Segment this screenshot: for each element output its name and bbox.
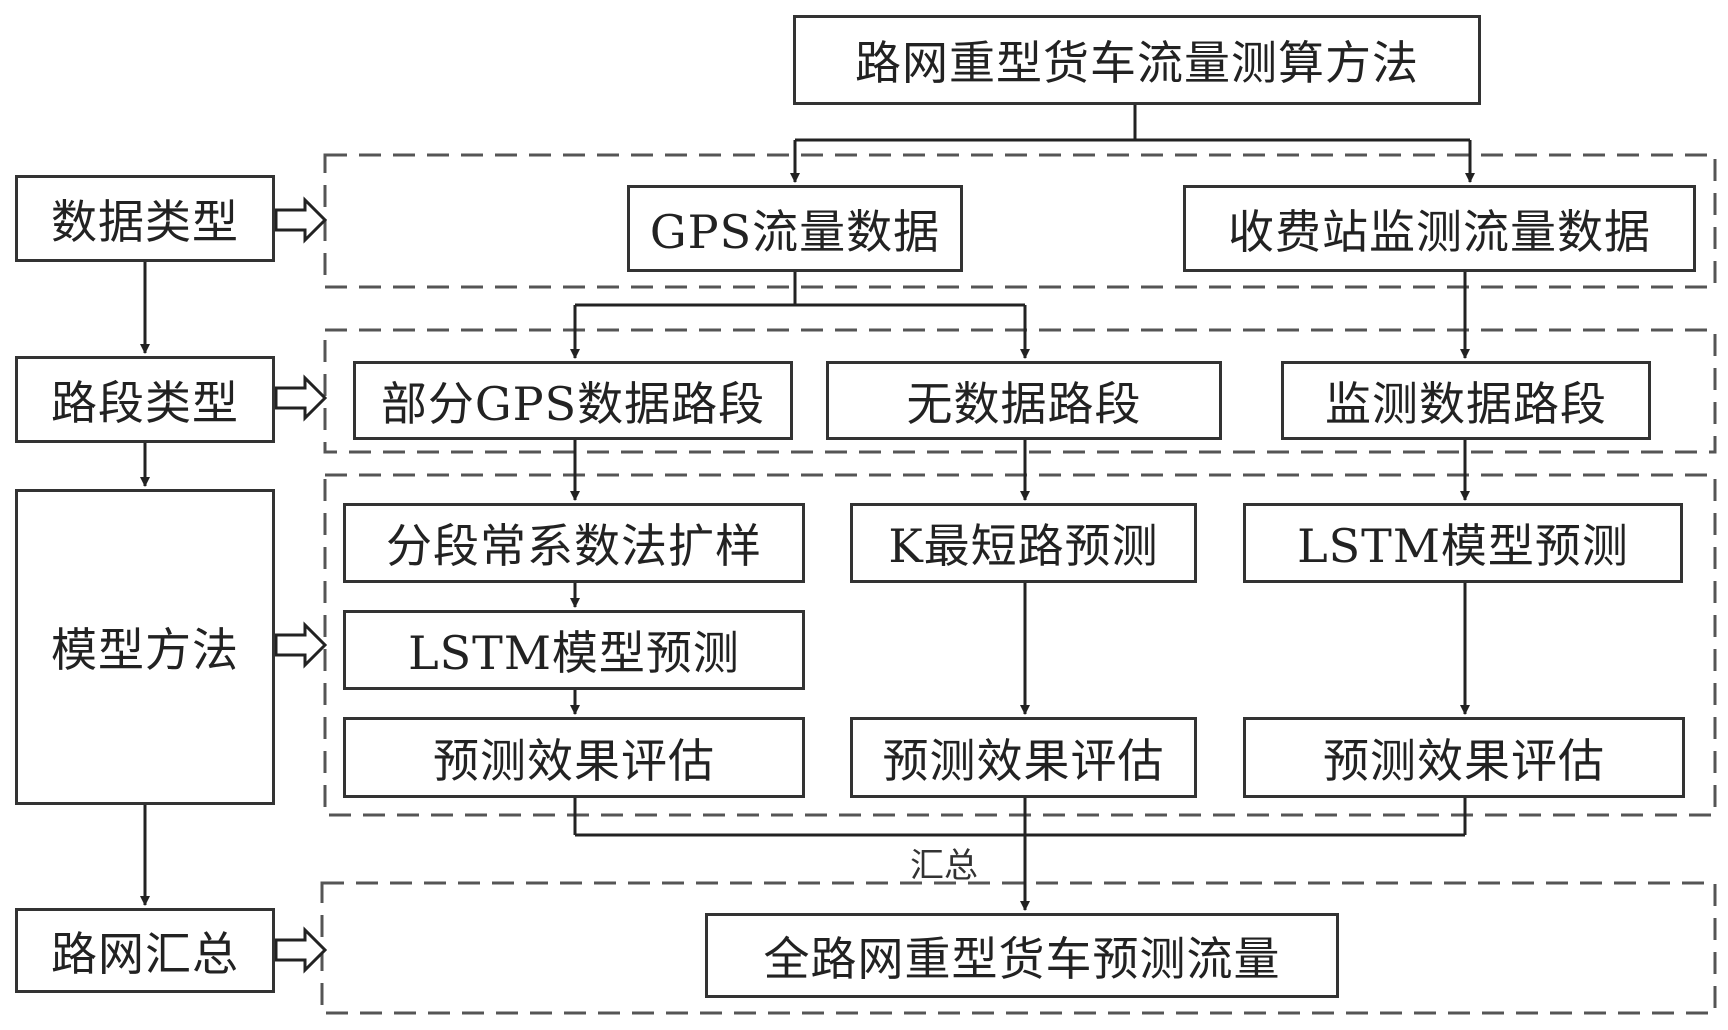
- frame-model-method: [323, 473, 1717, 817]
- lstm-right-box: LSTM模型预测: [1243, 503, 1683, 583]
- hollow-arrow-icon: [274, 196, 328, 244]
- title-box: 路网重型货车流量测算方法: [793, 15, 1481, 105]
- hollow-arrow-icon: [274, 374, 328, 422]
- lstm-left-box: LSTM模型预测: [343, 610, 805, 690]
- monitored-segment-box: 监测数据路段: [1281, 361, 1651, 440]
- toll-monitoring-data-box: 收费站监测流量数据: [1183, 185, 1696, 272]
- side-segment-type: 路段类型: [15, 356, 275, 443]
- side-model-method: 模型方法: [15, 489, 275, 805]
- side-data-type: 数据类型: [15, 175, 275, 262]
- network-forecast-result-box: 全路网重型货车预测流量: [705, 913, 1339, 998]
- no-data-segment-box: 无数据路段: [826, 361, 1222, 440]
- eval-mid-box: 预测效果评估: [850, 717, 1197, 798]
- side-network-summary: 路网汇总: [15, 908, 275, 993]
- hollow-arrow-icon: [274, 621, 328, 669]
- eval-left-box: 预测效果评估: [343, 717, 805, 798]
- gps-flow-data-box: GPS流量数据: [627, 185, 963, 272]
- k-shortest-path-box: K最短路预测: [850, 503, 1197, 583]
- expansion-method-box: 分段常系数法扩样: [343, 503, 805, 583]
- eval-right-box: 预测效果评估: [1243, 717, 1685, 798]
- frame-network-summary: [320, 881, 1717, 1015]
- hollow-arrow-icon: [274, 926, 328, 974]
- partial-gps-segment-box: 部分GPS数据路段: [353, 361, 793, 440]
- summary-label: 汇总: [910, 846, 978, 886]
- frame-segment-type: [323, 328, 1717, 454]
